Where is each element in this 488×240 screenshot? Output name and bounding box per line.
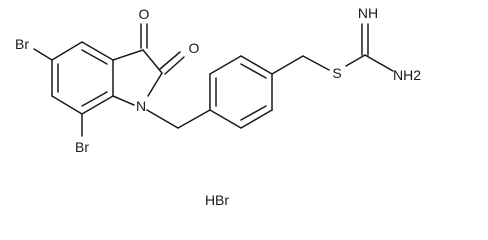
- molecule-diagram: O O N Br Br S NH NH2 HBr: [15, 5, 421, 208]
- c-br-bond: [33, 48, 53, 61]
- aryl-ch2-bond: [271, 55, 304, 75]
- bond: [147, 72, 163, 97]
- c-o-double-bond: [164, 56, 185, 75]
- bromine-label: Br: [15, 36, 29, 52]
- bond: [240, 55, 273, 75]
- double-bond-inner: [240, 105, 267, 121]
- n-ch2-bond: [146, 109, 179, 129]
- double-bond-inner: [81, 91, 108, 107]
- ch2-s-bond: [302, 55, 330, 71]
- pyrrolidine-dione-ring: [112, 49, 163, 106]
- carbonyl-bonds: [140, 23, 185, 75]
- s-c-bond: [345, 54, 366, 67]
- bromine-label: Br: [75, 139, 89, 155]
- hbr-salt-label: HBr: [205, 192, 229, 208]
- oxygen-label: O: [189, 40, 200, 56]
- bond: [51, 41, 83, 61]
- bond: [142, 49, 163, 74]
- structure-canvas: O O N Br Br S NH NH2 HBr: [15, 5, 422, 208]
- c-o-double-bond: [159, 51, 181, 70]
- phenylene-ring: [209, 55, 273, 129]
- dibromo-benzene-ring: [51, 41, 114, 115]
- bond: [81, 95, 114, 115]
- amine-label: NH2: [393, 67, 421, 83]
- bond: [240, 109, 273, 129]
- bond: [81, 41, 114, 61]
- bond: [209, 109, 242, 129]
- imine-label: NH: [358, 5, 378, 21]
- c-nh2-bond: [364, 54, 394, 72]
- double-bond-inner: [81, 49, 108, 65]
- nitrogen-label: N: [136, 98, 146, 114]
- ch2-aryl-bond: [177, 109, 211, 129]
- bond: [51, 95, 83, 115]
- sulfur-label: S: [332, 65, 341, 81]
- bond: [112, 95, 135, 106]
- bond: [209, 55, 242, 75]
- double-bond-inner: [240, 63, 267, 79]
- oxygen-label: O: [139, 6, 150, 22]
- bond: [112, 49, 144, 61]
